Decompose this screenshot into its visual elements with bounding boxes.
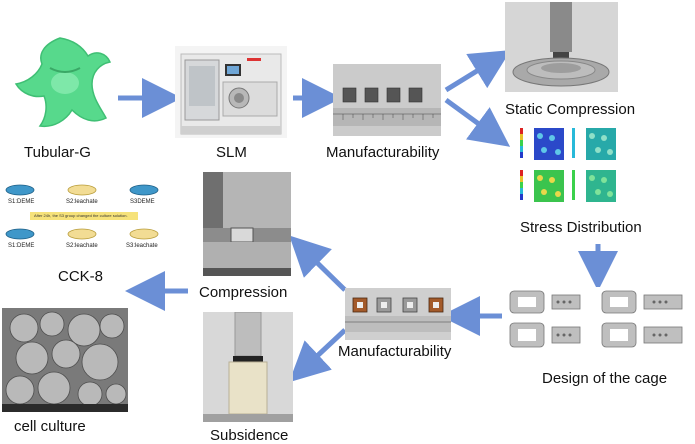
subsidence-photo (203, 312, 293, 422)
label-static-compression: Static Compression (505, 101, 636, 118)
cck8-banner: After 24h, the S3 group changed the cult… (34, 213, 128, 218)
dish-label-r1-3: S3DEME (130, 199, 155, 205)
arrow-manuf-to-subsidence (289, 328, 347, 383)
arrow-manuf-to-stress (444, 97, 511, 147)
label-slm: SLM (216, 144, 247, 161)
label-compression: Compression (199, 284, 288, 301)
cell-culture-sem-image (2, 308, 128, 412)
dish-label-r2-1: S1:DEME (8, 243, 35, 249)
cage-design-image (508, 287, 688, 351)
dish-label-r1-2: S2:leachate (66, 199, 98, 205)
dish-label-r2-2: S2:leachate (66, 243, 98, 249)
label-design-of-cage: Design of the cage (542, 370, 668, 387)
label-cell-culture: cell culture (14, 418, 86, 435)
stress-distribution-image (518, 124, 623, 208)
tubular-g-model (10, 28, 115, 138)
label-manufacturability-top: Manufacturability (326, 144, 440, 161)
label-subsidence: Subsidence (210, 427, 289, 444)
static-compression-photo (505, 2, 618, 92)
arrow-manuf-to-static (444, 50, 511, 93)
label-stress-distribution: Stress Distribution (520, 219, 642, 236)
label-cck8: CCK-8 (58, 268, 104, 285)
arrow-manuf-to-compression (289, 235, 347, 292)
slm-machine-photo (175, 46, 287, 138)
cck8-plate-diagram: S1:DEME S2:leachate S3DEME After 24h, th… (2, 178, 167, 264)
dish-label-r1-1: S1:DEME (8, 199, 35, 205)
dish-label-r2-3: S3:leachate (126, 243, 158, 249)
label-tubular-g: Tubular-G (24, 144, 91, 161)
manufacturability-top-photo (333, 64, 441, 136)
compression-photo (203, 172, 291, 276)
label-manufacturability-bottom: Manufacturability (338, 343, 452, 360)
manufacturability-bottom-photo (345, 288, 451, 340)
